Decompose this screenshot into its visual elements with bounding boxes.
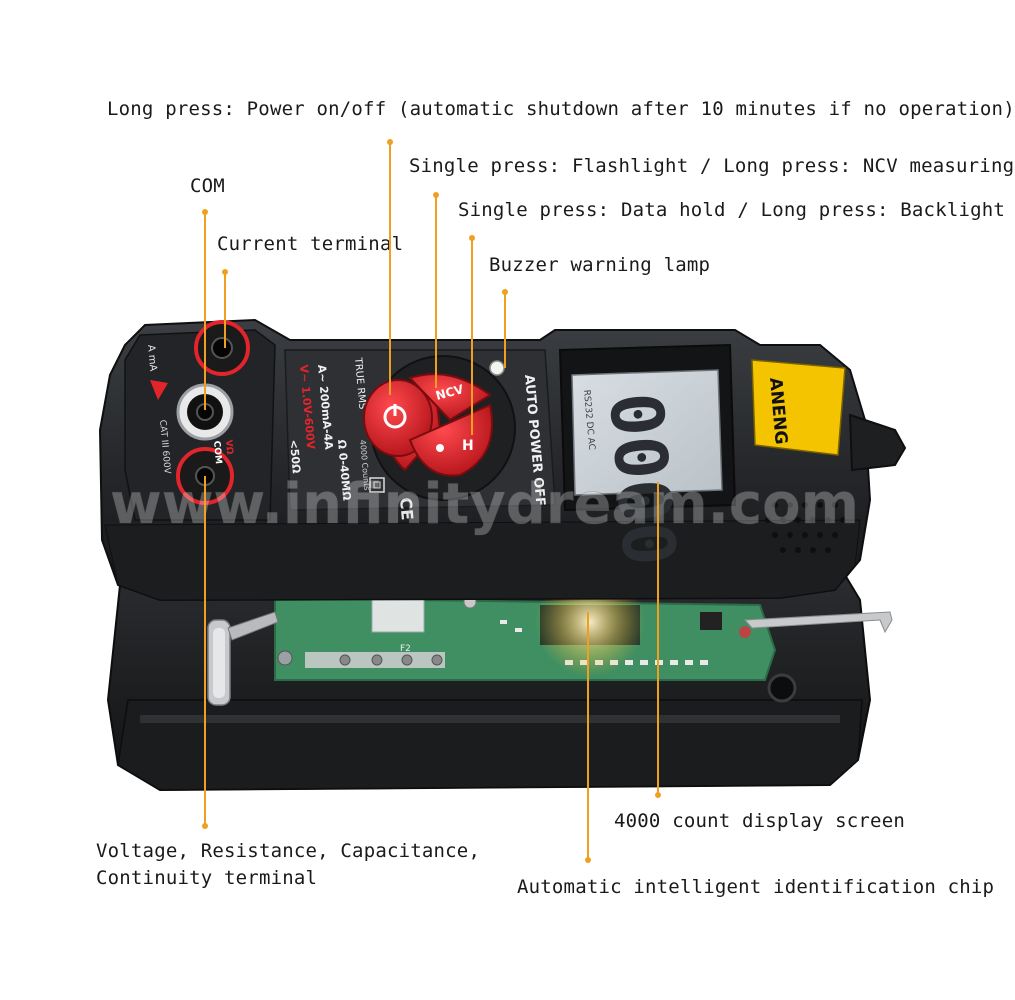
brand-badge: ANENG (751, 359, 846, 456)
grip-texture (765, 502, 846, 553)
callout-com-terminal: COM (190, 175, 225, 197)
callout-identification-chip: Automatic intelligent identification chi… (517, 876, 995, 898)
leader-lines (202, 139, 661, 863)
cat-rating-label: CAT III 600V (157, 419, 172, 475)
callout-voltage-terminal-line2: Continuity terminal (96, 867, 318, 889)
terminal-a-label: A mA (145, 344, 158, 372)
buzzer-lamp (489, 360, 505, 376)
callout-data-hold-button: Single press: Data hold / Long press: Ba… (458, 199, 1006, 221)
terminal-current (194, 320, 250, 376)
callout-current-terminal: Current terminal (217, 233, 404, 255)
flashlight-icon (436, 444, 444, 452)
double-insulation-icon (369, 477, 385, 493)
callout-buzzer-lamp: Buzzer warning lamp (489, 254, 711, 276)
warning-triangle-icon (150, 380, 168, 400)
spec-labels: V~ 1.0V-600V A~ 200mA-4A Ω 0-40MΩ <50Ω T… (287, 356, 417, 521)
lcd-digits: 0000 (593, 389, 692, 569)
ce-mark: CE (396, 497, 417, 521)
hold-button-label: H (462, 438, 474, 454)
probe-clip (743, 611, 893, 634)
terminal-v-label: VΩ (223, 439, 234, 455)
true-rms-label: TRUE RMS (352, 356, 368, 410)
callout-voltage-terminal-line1: Voltage, Resistance, Capacitance, (96, 840, 481, 862)
button-cluster: NCV H (363, 355, 516, 501)
ncv-probe-tip (848, 413, 907, 472)
callout-power-button: Long press: Power on/off (automatic shut… (107, 98, 1015, 120)
terminal-com-label: COM (211, 440, 223, 464)
counts-label: 4000 Counts (358, 439, 371, 490)
flashlight-ncv-button[interactable]: NCV (408, 373, 492, 422)
spec-resistance: Ω 0-40MΩ (335, 439, 353, 502)
callout-flashlight-button: Single press: Flashlight / Long press: N… (409, 155, 1015, 177)
battery-spring (207, 611, 279, 706)
callout-display-screen: 4000 count display screen (614, 810, 905, 832)
pcb-fuse-label: F2 (400, 644, 411, 654)
terminal-com (176, 383, 234, 441)
spec-continuity: <50Ω (287, 439, 303, 475)
watermark: www.infinitydream.com (110, 472, 859, 537)
lcd-display: RS232 DC AC 0000 (558, 343, 737, 569)
